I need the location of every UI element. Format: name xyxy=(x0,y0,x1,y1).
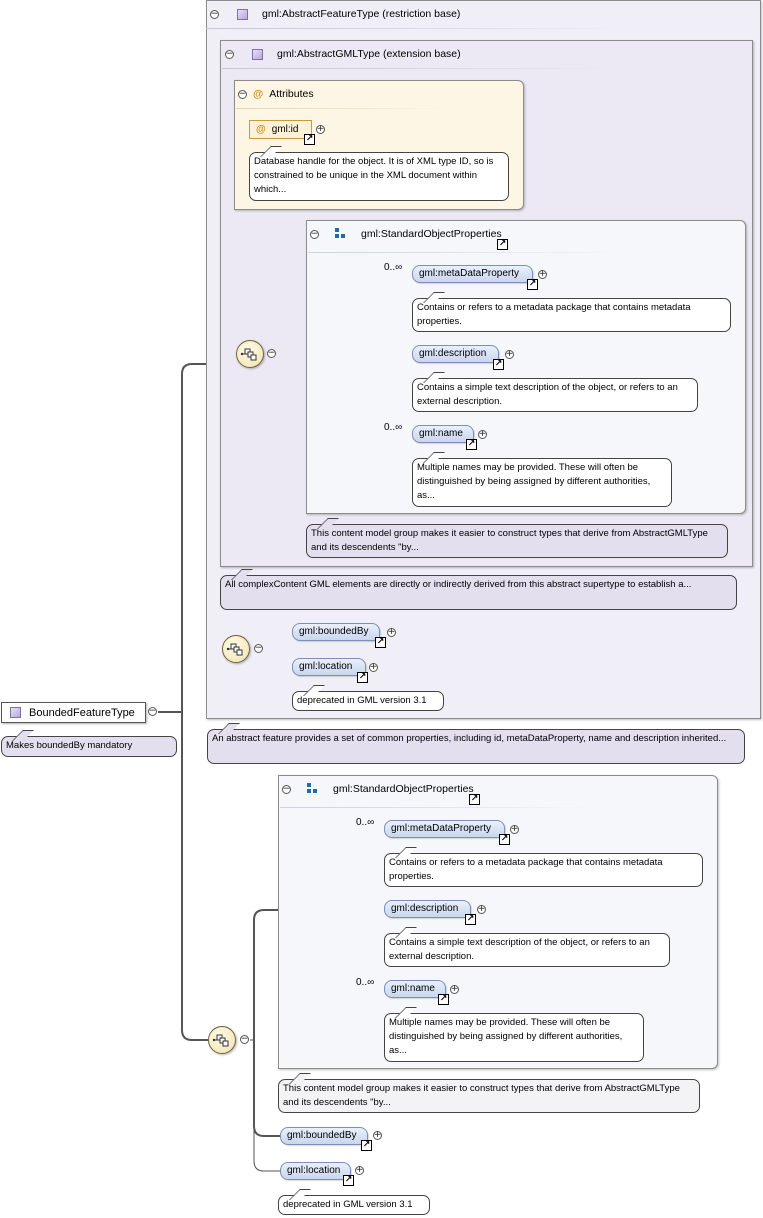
element-expand-button[interactable]: + xyxy=(355,1165,364,1175)
root-type-box[interactable]: BoundedFeatureType xyxy=(1,702,146,723)
element-note: Contains a simple text description of th… xyxy=(412,378,698,412)
group-icon xyxy=(335,228,347,240)
element-expand-button[interactable]: + xyxy=(505,349,514,359)
attribute-id-box[interactable]: @ gml:id xyxy=(249,120,312,139)
element-expand-button[interactable]: + xyxy=(538,269,547,279)
link-icon[interactable]: ↗ xyxy=(375,637,386,648)
sequence-compositor-icon[interactable] xyxy=(208,1026,236,1054)
choice-compositor-icon[interactable] xyxy=(222,635,250,663)
header-rule xyxy=(236,108,456,109)
link-icon[interactable]: ↗ xyxy=(343,1175,354,1186)
root-note: Makes boundedBy mandatory xyxy=(1,736,177,757)
restriction-base-collapse-button[interactable]: − xyxy=(210,8,219,19)
cardinality-label: 0..∞ xyxy=(356,817,375,828)
attribute-id-note: Database handle for the object. It is of… xyxy=(249,152,509,201)
attribute-id-expand-button[interactable]: + xyxy=(316,124,325,134)
restriction-base-note: An abstract feature provides a set of co… xyxy=(207,729,745,764)
cardinality-label: 0..∞ xyxy=(356,977,375,988)
element-expand-button[interactable]: + xyxy=(387,627,396,637)
element-name[interactable]: gml:name xyxy=(412,425,474,443)
attribute-icon: @ xyxy=(256,124,266,135)
complex-type-icon xyxy=(10,707,21,718)
link-icon[interactable]: ↗ xyxy=(357,672,368,683)
link-icon[interactable]: ↗ xyxy=(499,834,510,845)
root-collapse-button[interactable]: − xyxy=(148,706,157,716)
link-icon[interactable]: ↗ xyxy=(493,359,504,370)
link-icon[interactable]: ↗ xyxy=(465,914,476,925)
group-collapse-button[interactable]: − xyxy=(310,228,319,239)
header-rule xyxy=(206,28,626,29)
element-expand-button[interactable]: + xyxy=(510,824,519,834)
group-note: This content model group makes it easier… xyxy=(278,1079,700,1113)
element-boundedby[interactable]: gml:boundedBy xyxy=(280,1127,368,1145)
element-note: Multiple names may be provided. These wi… xyxy=(412,458,672,507)
element-location[interactable]: gml:location xyxy=(292,658,366,676)
element-metadataproperty[interactable]: gml:metaDataProperty xyxy=(384,820,505,838)
location-note: deprecated in GML version 3.1 xyxy=(278,1195,430,1215)
element-location[interactable]: gml:location xyxy=(280,1162,351,1180)
compositor-glyph-icon xyxy=(212,1034,229,1047)
element-note: Multiple names may be provided. These wi… xyxy=(384,1013,644,1062)
attribute-id-label: gml:id xyxy=(271,124,299,135)
restriction-base-title: gml:AbstractFeatureType (restriction bas… xyxy=(262,8,461,20)
element-expand-button[interactable]: + xyxy=(369,662,378,672)
choice-compositor-icon[interactable] xyxy=(236,340,264,368)
cardinality-label: 0..∞ xyxy=(384,262,403,273)
extension-base-title: gml:AbstractGMLType (extension base) xyxy=(277,48,461,60)
group-collapse-button[interactable]: − xyxy=(282,783,291,794)
link-icon[interactable]: ↗ xyxy=(466,439,477,450)
compositor-collapse-button[interactable]: − xyxy=(240,1034,249,1044)
element-note: Contains or refers to a metadata package… xyxy=(412,298,731,332)
group-note: This content model group makes it easier… xyxy=(306,524,728,558)
complex-type-icon xyxy=(252,48,263,60)
element-name[interactable]: gml:name xyxy=(384,980,446,998)
element-description[interactable]: gml:description xyxy=(412,345,499,363)
attributes-collapse-button[interactable]: − xyxy=(238,88,247,99)
location-note: deprecated in GML version 3.1 xyxy=(292,691,444,711)
element-expand-button[interactable]: + xyxy=(450,984,459,994)
element-expand-button[interactable]: + xyxy=(478,429,487,439)
header-rule xyxy=(222,68,622,69)
element-metadataproperty[interactable]: gml:metaDataProperty xyxy=(412,265,533,283)
compositor-glyph-icon xyxy=(240,348,257,361)
compositor-collapse-button[interactable]: − xyxy=(254,643,263,653)
link-icon[interactable]: ↗ xyxy=(497,239,508,250)
element-expand-button[interactable]: + xyxy=(477,904,486,914)
attributes-title: Attributes xyxy=(269,88,314,100)
complex-type-icon xyxy=(237,8,248,20)
compositor-collapse-button[interactable]: − xyxy=(267,348,276,358)
group-icon xyxy=(307,783,319,795)
element-description[interactable]: gml:description xyxy=(384,900,471,918)
link-icon[interactable]: ↗ xyxy=(361,1140,372,1151)
group-title: gml:StandardObjectProperties xyxy=(361,228,502,240)
link-icon[interactable]: ↗ xyxy=(527,279,538,290)
link-icon[interactable]: ↗ xyxy=(304,134,315,145)
element-note: Contains or refers to a metadata package… xyxy=(384,853,703,887)
root-type-name: BoundedFeatureType xyxy=(29,706,135,719)
link-icon[interactable]: ↗ xyxy=(469,794,480,805)
cardinality-label: 0..∞ xyxy=(384,422,403,433)
attribute-icon: @ xyxy=(253,88,264,100)
compositor-glyph-icon xyxy=(226,643,243,656)
header-rule xyxy=(308,252,628,253)
group-title: gml:StandardObjectProperties xyxy=(333,783,474,795)
extension-base-note: All complexContent GML elements are dire… xyxy=(220,575,737,610)
extension-base-collapse-button[interactable]: − xyxy=(225,48,234,59)
element-boundedby[interactable]: gml:boundedBy xyxy=(292,623,380,641)
element-expand-button[interactable]: + xyxy=(373,1130,382,1140)
link-icon[interactable]: ↗ xyxy=(438,994,449,1005)
element-note: Contains a simple text description of th… xyxy=(384,933,670,967)
header-rule xyxy=(280,807,600,808)
